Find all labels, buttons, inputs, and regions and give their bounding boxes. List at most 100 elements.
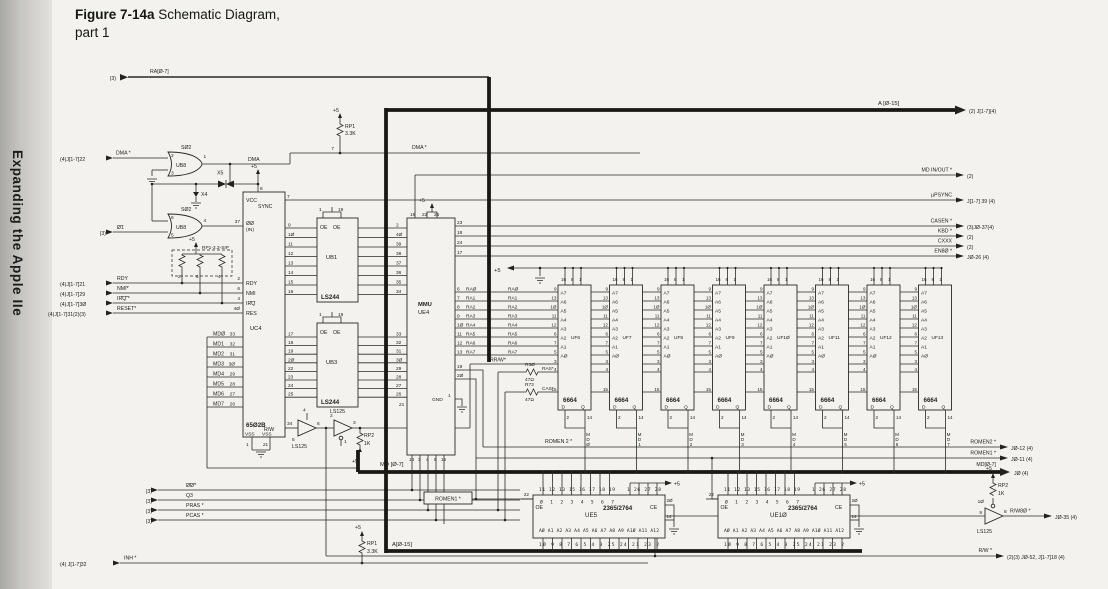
ram-a-label: AØ bbox=[612, 354, 619, 360]
ram-chip: 16 8 1 A7 A6 A5 A4 A3 A2 A1 AØ 9 13 1Ø 1… bbox=[602, 266, 644, 474]
buffer-part-number: LS125 bbox=[977, 529, 992, 535]
buffer-ub1: OE OE 1 19 UB1 LS244 bbox=[316, 207, 359, 303]
ram-a-label: A6 bbox=[612, 300, 618, 306]
ram-chip: 16 8 1 A7 A6 A5 A4 A3 A2 A1 AØ 9 13 1Ø 1… bbox=[653, 266, 696, 474]
ram-a-label: AØ bbox=[818, 354, 825, 360]
rom-data-labels: Ø 1 2 3 4 5 6 7 bbox=[725, 499, 799, 506]
ram-pin: 3 bbox=[554, 359, 557, 364]
cpu-rdy-label: RDY bbox=[246, 281, 257, 287]
ra-net-label: RA5 bbox=[466, 332, 476, 338]
rp1-value: 3.3K bbox=[367, 549, 378, 555]
output-dest: (2) bbox=[967, 235, 974, 241]
rom-out-pins: 11 12 13 15 16 17 18 19 bbox=[539, 487, 615, 493]
ram-pin: 14 bbox=[793, 415, 799, 420]
input-label: RESET* bbox=[117, 306, 136, 312]
ram-q-label: Q bbox=[736, 405, 740, 411]
sip-pin: 6 bbox=[196, 274, 199, 279]
ra-net-label: RAØ bbox=[466, 287, 477, 293]
plus5-label: +5 bbox=[333, 108, 339, 114]
rp1-pin: 7 bbox=[331, 146, 334, 152]
ram-q-label: Q bbox=[942, 405, 946, 411]
ram-top-pin: 16 bbox=[561, 277, 567, 282]
ram-pin: 12 bbox=[912, 323, 918, 328]
ram-part-number: 6664 bbox=[821, 397, 835, 404]
ram-pin: 13 bbox=[860, 296, 866, 301]
output-label: ROMEN2 * bbox=[970, 440, 996, 446]
buffer-pin: 8 bbox=[1004, 509, 1007, 515]
input-ref: (3) bbox=[146, 499, 153, 505]
rom-part-number: 2365/2764 bbox=[788, 505, 818, 512]
mmu-out-pin: 24 bbox=[457, 240, 463, 246]
ram-pin: 7 bbox=[605, 341, 608, 346]
cpu-d-pin: 31 bbox=[230, 352, 236, 358]
cpu-vss-label: VSS bbox=[262, 432, 272, 438]
gate-type: SØ2 bbox=[181, 207, 191, 213]
mmu-bot-pin: 4 bbox=[426, 457, 429, 462]
cpu-res-label: RES bbox=[246, 311, 257, 317]
ram-pin: 12 bbox=[603, 323, 609, 328]
cpu-irq-label: IRQ bbox=[246, 301, 255, 307]
mmu-chip: 16 22 25 MMU UE4 23 18 24 17 19 2Ø 21 GN… bbox=[399, 212, 464, 462]
cpu-d-pin: 28 bbox=[230, 382, 236, 388]
ram-designator: UF7 bbox=[623, 335, 632, 341]
ram-pin: 6 bbox=[605, 332, 608, 337]
ram-top-pin: 1 bbox=[940, 277, 943, 282]
ra-net-label2: RA6 bbox=[508, 341, 518, 347]
ram-pin: 4 bbox=[811, 367, 814, 372]
cpu-pin: 15 bbox=[288, 280, 294, 286]
rp2-value: 1K bbox=[998, 491, 1005, 497]
buffer-ls125-2: 2 1 3 LS125 bbox=[330, 409, 356, 445]
ram-chip: 16 8 1 A7 A6 A5 A4 A3 A2 A1 AØ 9 13 1Ø 1… bbox=[911, 266, 953, 474]
figure-caption-line2: part 1 bbox=[75, 25, 110, 41]
input-ref: (3) bbox=[146, 489, 153, 495]
ram-a-label: A2 bbox=[818, 336, 824, 342]
ram-pin: 3 bbox=[708, 359, 711, 364]
ram-a-label: A5 bbox=[921, 309, 927, 315]
ram-top-pin: 16 bbox=[664, 277, 670, 282]
ram-md-label: MD2 bbox=[688, 432, 693, 447]
ram-a-label: A1 bbox=[664, 345, 670, 351]
rom-oe-label: OE bbox=[721, 505, 729, 511]
misc-labels: DMA DMA * +5 +5 RP1 3.3K 7 X5 X4 +5 RP1-… bbox=[178, 108, 1008, 555]
rom-designator: UE1Ø bbox=[770, 512, 787, 519]
cpu-pin: 9 bbox=[288, 223, 291, 229]
ram-part-number: 6664 bbox=[924, 397, 938, 404]
wires bbox=[113, 113, 1044, 564]
ram-a-label: A7 bbox=[561, 291, 567, 297]
input-label: ØØ* bbox=[186, 483, 196, 489]
gate-designator: UB8 bbox=[176, 163, 186, 169]
ram-top-pin: 8 bbox=[623, 277, 626, 282]
ram-pin: 2 bbox=[618, 415, 621, 420]
mmu-pin: 35 bbox=[396, 280, 402, 286]
ram-md-label: MD5 bbox=[843, 432, 848, 447]
output-dest: JØ-26 (4) bbox=[967, 255, 989, 261]
input-label: DMA * bbox=[116, 151, 131, 157]
cpu-pin: 17 bbox=[288, 332, 294, 338]
ram-pin: 12 bbox=[809, 323, 815, 328]
ram-designator: UF6 bbox=[571, 335, 580, 341]
ram-a-label: A4 bbox=[870, 318, 876, 324]
ram-a-label: A2 bbox=[561, 336, 567, 342]
rom-oe-label: OE bbox=[536, 505, 544, 511]
oe-label: OE bbox=[320, 330, 328, 336]
ram-pin: 13 bbox=[757, 296, 763, 301]
ram-d-label: D bbox=[871, 405, 875, 411]
cpu-phi0-label: ØØ bbox=[246, 221, 254, 227]
mmu-pin: 3Ø bbox=[396, 357, 403, 363]
input-ref: (4)J[1-7]31(2)(3) bbox=[48, 312, 86, 318]
ram-top-pin: 1 bbox=[734, 277, 737, 282]
book-margin-title: Expanding the Apple IIe bbox=[10, 150, 25, 317]
ram-q-label: Q bbox=[633, 405, 637, 411]
rom-power-pins: 1 26 27 28 bbox=[812, 487, 846, 493]
ram-part-number: 6664 bbox=[563, 397, 577, 404]
input-ref: (3) bbox=[146, 509, 153, 515]
ra-net-label: RA2 bbox=[466, 305, 476, 311]
rrw-label: RR/W* bbox=[490, 358, 506, 364]
ra-bus-label: RA[Ø-7] bbox=[150, 69, 169, 75]
ram-a-label: A1 bbox=[561, 345, 567, 351]
oe-label: OE bbox=[333, 330, 341, 336]
output-dest: JØ-35 (4) bbox=[1055, 515, 1077, 521]
ram-pin: 9 bbox=[760, 287, 763, 292]
mmu-pin: 2 bbox=[396, 223, 399, 229]
buffer-pin: 6 bbox=[317, 421, 320, 427]
